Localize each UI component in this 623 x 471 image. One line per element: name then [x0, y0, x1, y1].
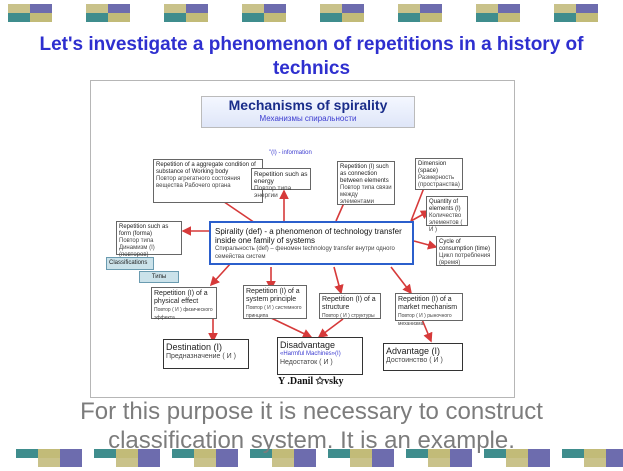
destination-box: Destination (I)Предназначение ( И ) [163, 339, 249, 369]
dimension-box: Dimension (space)Размерность (пространст… [415, 158, 463, 190]
central-concept-box: Spirality (def) - a phenomenon of techno… [209, 221, 414, 265]
author-signature: Y .Danil ✩vsky [278, 376, 344, 387]
header-decoration [8, 4, 623, 26]
decoration-segment [398, 4, 464, 26]
decoration-segment [8, 4, 74, 26]
cycle-box: Cycle of consumption (time)Цикл потребле… [436, 236, 496, 266]
decoration-segment [94, 449, 160, 471]
bottom-caption-line2: classification system. It is an example. [108, 427, 515, 454]
connection-box: Repetition (I) such as connection betwee… [337, 161, 395, 205]
decoration-segment [242, 4, 308, 26]
bottom-caption-line1: For this purpose it is necessary to cons… [80, 398, 543, 425]
decoration-segment [554, 4, 620, 26]
decoration-segment [164, 4, 230, 26]
advantage-box: Advantage (I)Достоинство ( И ) [383, 343, 463, 371]
decoration-segment [484, 449, 550, 471]
decoration-segment [86, 4, 152, 26]
aggregate-box: Repetition of a aggregate condition of s… [153, 159, 263, 203]
decoration-segment [328, 449, 394, 471]
form-box: Repetition such as form (forma)Повтор ти… [116, 221, 182, 258]
info-note: "(I) - information [269, 150, 312, 156]
classifications-label: Classifications [106, 257, 154, 270]
diagram-title: Mechanisms of spirality [228, 97, 388, 113]
decoration-segment [476, 4, 542, 26]
decoration-segment [16, 449, 82, 471]
type-label: Типы [139, 271, 179, 283]
diagram-subtitle: Механизмы спиральности [259, 114, 357, 123]
diagram-title-box: Mechanisms of spirality Механизмы спирал… [201, 96, 415, 128]
slide-title: Let's investigate a phenomenon of repeti… [39, 34, 584, 79]
decoration-segment [320, 4, 386, 26]
decoration-segment [250, 449, 316, 471]
quantity-box: Quantity of elements (I)Количество элеме… [426, 196, 468, 233]
decoration-segment [406, 449, 472, 471]
decoration-segment [562, 449, 623, 471]
footer-decoration [16, 449, 623, 471]
diagram-arrows [181, 173, 438, 343]
bottom-caption: For this purpose it is necessary to cons… [0, 397, 623, 455]
disadvantage-box: Disadvantage «Harmful Machines»(I) Недос… [277, 337, 363, 375]
diagram-image: Mechanisms of spirality Механизмы спирал… [90, 80, 515, 398]
decoration-segment [172, 449, 238, 471]
